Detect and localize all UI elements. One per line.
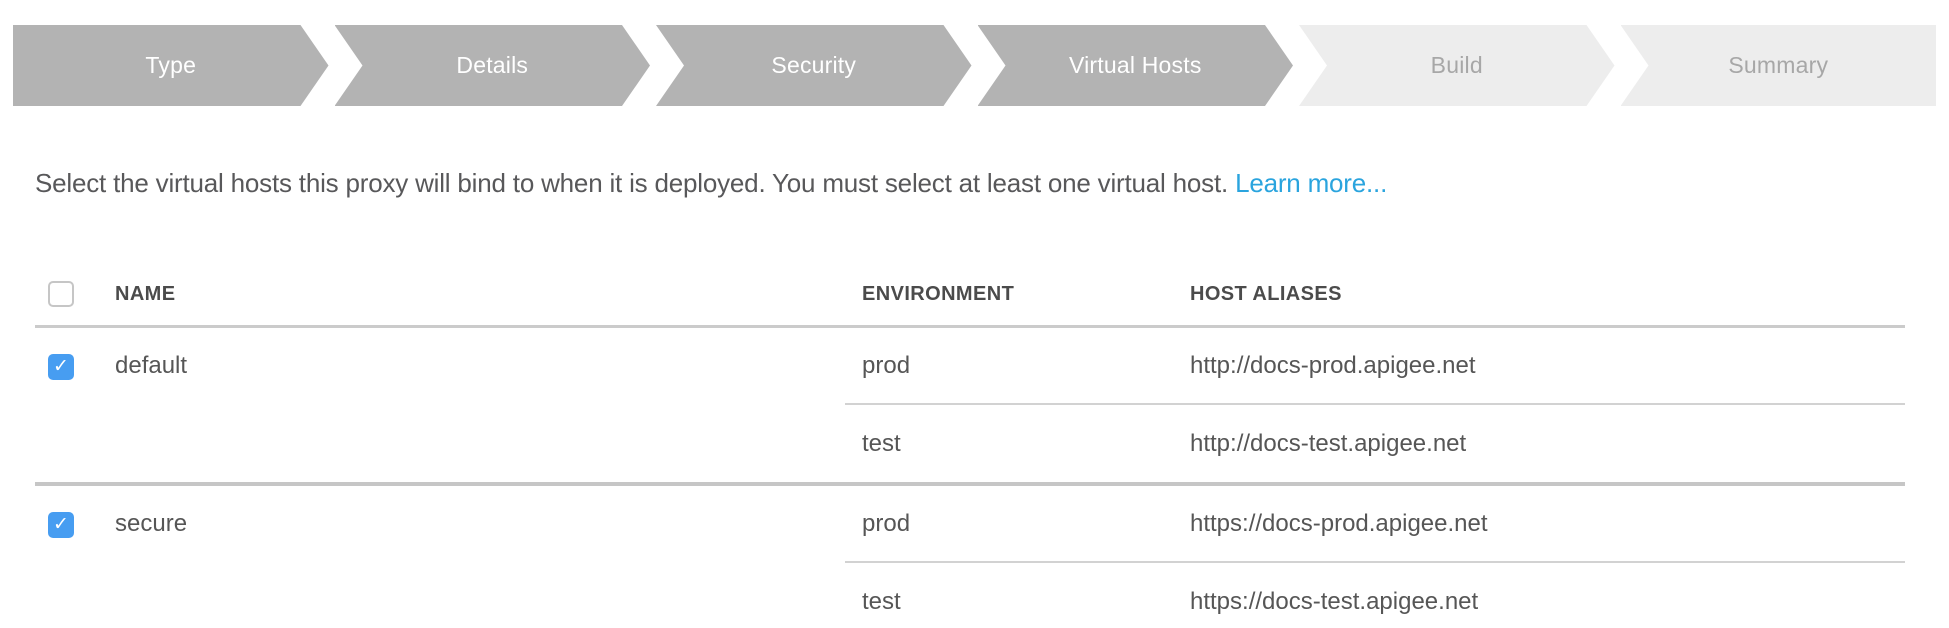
step-type[interactable]: Type xyxy=(13,25,329,106)
environment-value: prod xyxy=(862,509,911,537)
column-header-environment: ENVIRONMENT xyxy=(862,282,1015,305)
step-virtual-hosts[interactable]: Virtual Hosts xyxy=(978,25,1294,106)
environment-value: test xyxy=(862,429,901,457)
row-checkbox-cell: ✓ xyxy=(35,486,115,628)
environment-row: test https://docs-test.apigee.net xyxy=(845,563,1905,628)
step-label: Details xyxy=(456,52,529,78)
step-label: Security xyxy=(771,52,857,78)
table-row: ✓ default prod http://docs-prod.apigee.n… xyxy=(35,328,1905,486)
virtual-hosts-table: ✓ NAME ENVIRONMENT HOST ALIASES ✓ defaul… xyxy=(35,263,1905,628)
table-row: ✓ secure prod https://docs-prod.apigee.n… xyxy=(35,486,1905,628)
host-alias-value: http://docs-test.apigee.net xyxy=(1190,429,1467,457)
learn-more-link[interactable]: Learn more... xyxy=(1235,168,1388,198)
row-checkbox-default[interactable]: ✓ xyxy=(48,354,74,380)
host-alias-value: http://docs-prod.apigee.net xyxy=(1190,351,1476,379)
step-label: Virtual Hosts xyxy=(1068,52,1202,78)
virtual-host-name: secure xyxy=(115,510,188,537)
select-all-checkbox[interactable]: ✓ xyxy=(48,281,74,307)
environment-value: prod xyxy=(862,351,911,379)
check-icon: ✓ xyxy=(53,513,69,535)
step-details[interactable]: Details xyxy=(335,25,651,106)
step-label: Type xyxy=(145,52,197,78)
wizard-stepper: Type Details Security Virtual Hosts Buil… xyxy=(13,25,1936,106)
virtual-host-name: default xyxy=(115,352,188,379)
row-checkbox-cell: ✓ xyxy=(35,328,115,482)
environment-value: test xyxy=(862,587,901,615)
table-header-row: ✓ NAME ENVIRONMENT HOST ALIASES xyxy=(35,263,1905,328)
step-security[interactable]: Security xyxy=(656,25,972,106)
row-checkbox-secure[interactable]: ✓ xyxy=(48,512,74,538)
environment-sub-rows: prod https://docs-prod.apigee.net test h… xyxy=(845,486,1905,628)
host-alias-value: https://docs-test.apigee.net xyxy=(1190,587,1479,615)
page-description: Select the virtual hosts this proxy will… xyxy=(35,163,1914,203)
check-icon: ✓ xyxy=(53,355,69,377)
step-label: Summary xyxy=(1728,52,1829,78)
environment-row: prod http://docs-prod.apigee.net xyxy=(845,328,1905,405)
host-alias-value: https://docs-prod.apigee.net xyxy=(1190,509,1488,537)
step-build[interactable]: Build xyxy=(1299,25,1615,106)
column-header-name: NAME xyxy=(115,282,176,305)
header-checkbox-cell: ✓ xyxy=(35,281,115,307)
environment-row: prod https://docs-prod.apigee.net xyxy=(845,486,1905,563)
column-header-host-aliases: HOST ALIASES xyxy=(1190,282,1342,305)
description-text: Select the virtual hosts this proxy will… xyxy=(35,168,1229,198)
step-label: Build xyxy=(1430,52,1483,78)
environment-sub-rows: prod http://docs-prod.apigee.net test ht… xyxy=(845,328,1905,482)
environment-row: test http://docs-test.apigee.net xyxy=(845,405,1905,482)
step-summary[interactable]: Summary xyxy=(1620,25,1936,106)
